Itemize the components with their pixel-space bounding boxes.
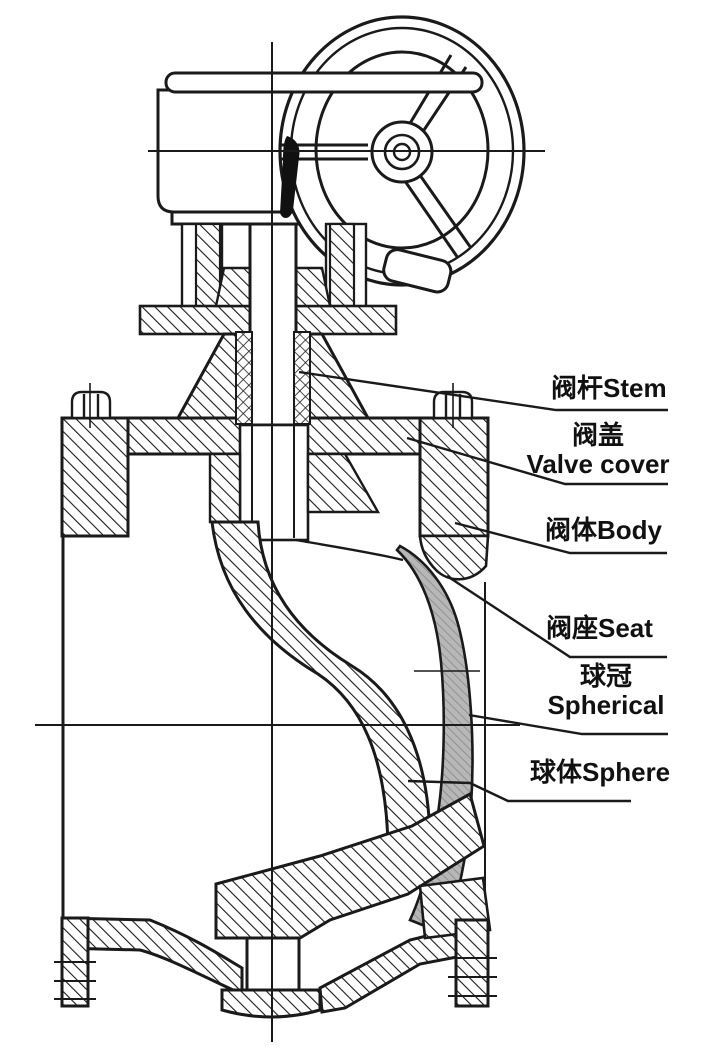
- body-inner-wall: [210, 520, 432, 848]
- label-seat: 阀座Seat: [546, 613, 653, 643]
- packing-left: [235, 331, 253, 425]
- stem-assembly: [235, 222, 311, 542]
- left-body-flange: [60, 416, 130, 538]
- label-body: 阀体Body: [545, 515, 663, 545]
- seat-section: [418, 534, 490, 581]
- label-sphere: 球体Sphere: [530, 757, 671, 787]
- label-stem: 阀杆Stem: [551, 373, 667, 403]
- label-spherical: 球冠 Spherical: [536, 662, 676, 720]
- body-side-walls: [61, 536, 486, 940]
- leader-valve-cover: [406, 436, 668, 486]
- leader-seat: [446, 574, 667, 659]
- label-valve-cover: 阀盖 Valve cover: [524, 421, 672, 479]
- label-spherical-en: Spherical: [547, 690, 665, 720]
- label-valve-cover-en: Valve cover: [526, 449, 670, 479]
- leader-stem: [298, 370, 668, 412]
- label-valve-cover-zh: 阀盖: [571, 420, 624, 450]
- gland-flange-right: [294, 304, 398, 336]
- handwheel-foot: [382, 248, 453, 294]
- leader-body: [454, 521, 667, 555]
- leader-lines: [298, 370, 668, 803]
- body-neck-top: [208, 452, 381, 524]
- flange-bolt-left: [70, 390, 112, 420]
- bottom-right-flange: [454, 918, 490, 1008]
- handwheel-front-spoke: [280, 136, 300, 219]
- yoke: [138, 222, 398, 336]
- gland-flange-left: [138, 304, 252, 336]
- handwheel: [278, 15, 526, 294]
- leader-spherical: [468, 713, 668, 736]
- crown-arm-line: [295, 538, 404, 562]
- leader-sphere: [407, 779, 631, 803]
- gear-cover-plate: [164, 71, 484, 94]
- packing-right: [293, 331, 311, 425]
- right-body-flange: [418, 416, 490, 538]
- label-spherical-zh: 球冠: [579, 661, 632, 691]
- centerlines: [35, 42, 545, 1042]
- gland-right: [292, 266, 332, 308]
- body-bottom: [54, 791, 497, 1019]
